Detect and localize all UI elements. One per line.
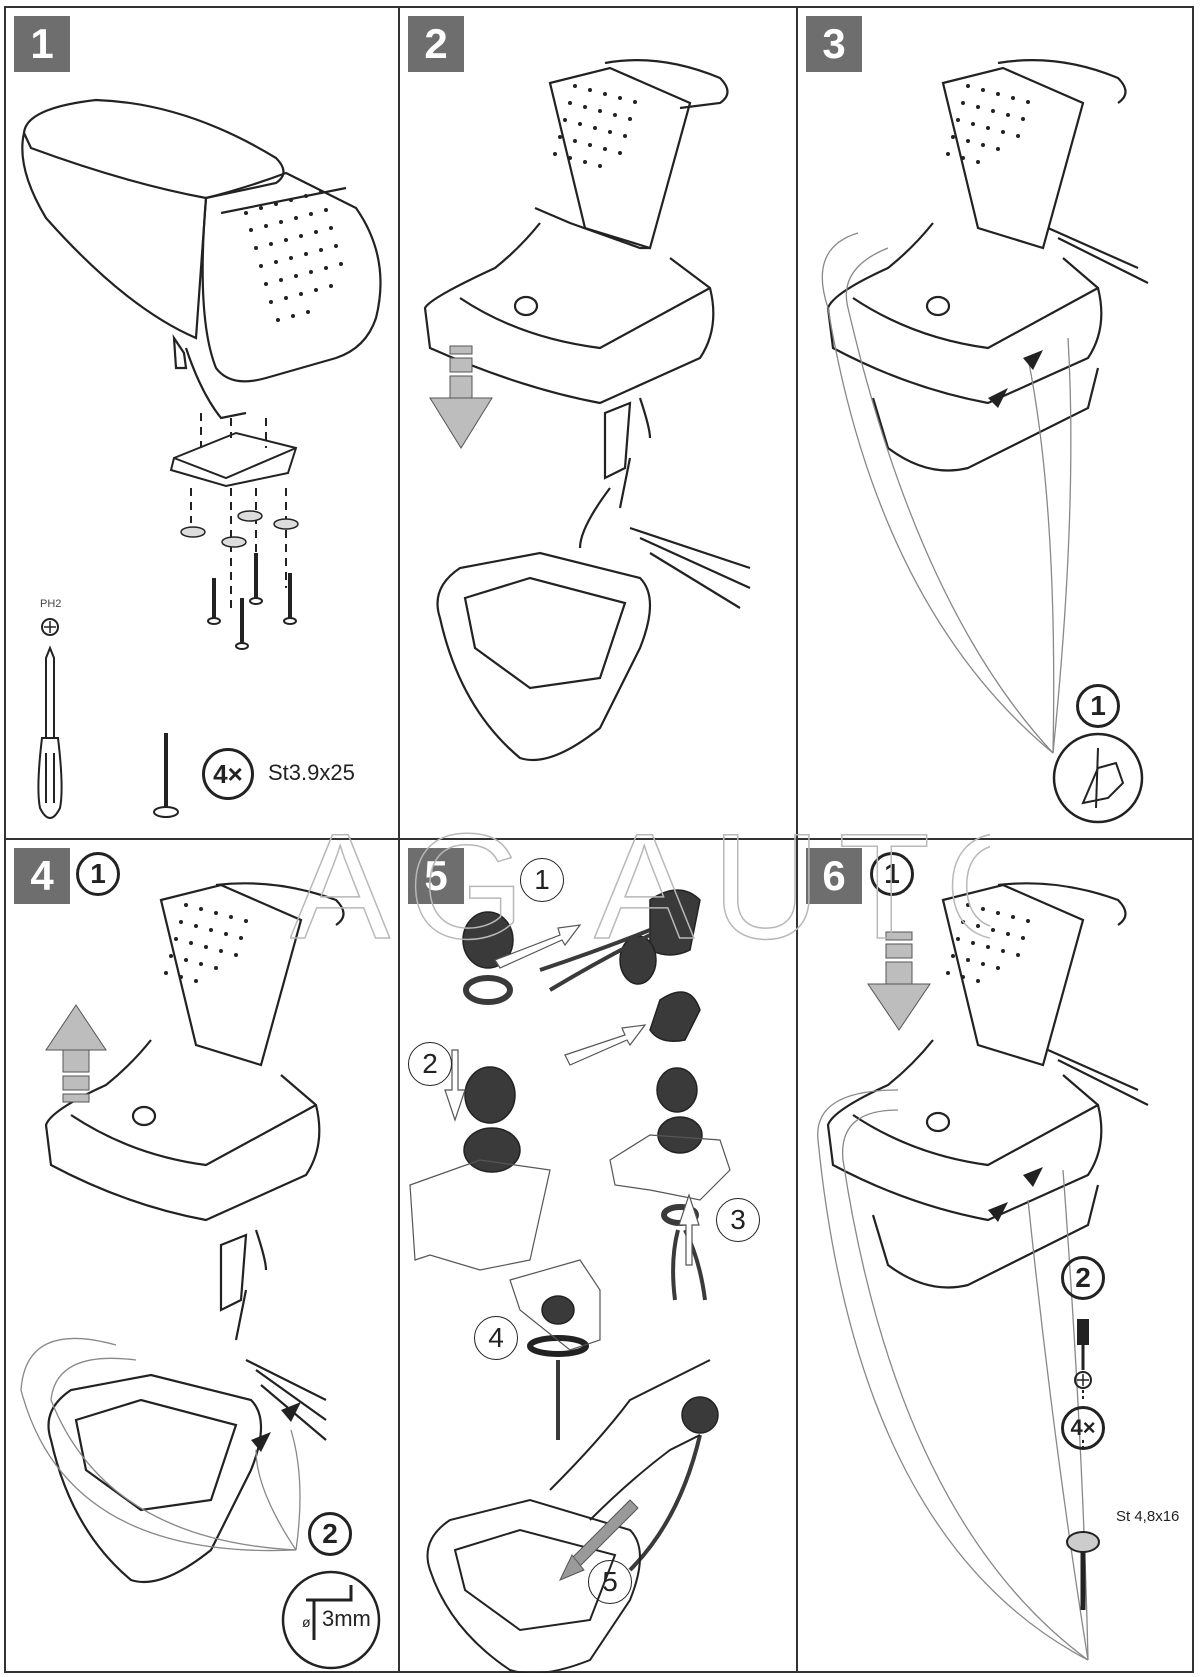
- armrest-lifting-illustration: [20, 882, 381, 1670]
- step-number-badge: 2: [408, 16, 464, 72]
- drill-size-label: 3mm: [322, 1606, 371, 1631]
- armrest-screwing-illustration: [817, 882, 1149, 1661]
- perforation-dots: [164, 903, 248, 983]
- callout-2: 2: [408, 1042, 452, 1086]
- console-outline: [426, 1359, 711, 1673]
- mounting-bracket: [169, 413, 298, 608]
- washers: [180, 510, 299, 548]
- callout-1: 1: [1076, 684, 1120, 728]
- phillips-bit-icon: [1074, 1371, 1092, 1389]
- step-number-badge: 5: [408, 848, 464, 904]
- screw-spec-label: St3.9x25: [268, 760, 355, 785]
- screw-icon: [1066, 1531, 1100, 1610]
- screw-spec-label: St 4,8x16: [1116, 1508, 1180, 1525]
- step-3-panel: 3: [798, 8, 1194, 838]
- step-6-panel: 6 1: [798, 840, 1194, 1673]
- callout-2: 2: [308, 1512, 352, 1556]
- marker-arrow-icon: [251, 1402, 301, 1452]
- step-number-badge: 4: [14, 848, 70, 904]
- usb-socket-parts: [462, 889, 719, 1434]
- panel-outlines: [409, 1134, 731, 1351]
- drill-bit-icon: [281, 1570, 381, 1670]
- down-arrow-icon: [429, 345, 493, 449]
- armrest-lowering-illustration: [423, 59, 751, 762]
- leader-lines: [20, 1337, 301, 1552]
- up-arrow-icon: [45, 1004, 107, 1103]
- quantity-callout: 4×: [202, 748, 254, 800]
- grid-divider: [4, 838, 1194, 840]
- screws: [164, 553, 292, 808]
- callout-4: 4: [474, 1316, 518, 1360]
- step-2-panel: 2: [400, 8, 796, 838]
- perforation-dots: [946, 84, 1030, 164]
- perforation-dots: [553, 84, 637, 168]
- step-number-badge: 6: [806, 848, 862, 904]
- screwdriver-icon: [37, 618, 63, 819]
- step-1-panel: 1: [6, 8, 398, 838]
- callout-1: 1: [76, 852, 120, 896]
- armrest-lid: [22, 98, 285, 200]
- callout-2: 2: [1061, 1256, 1105, 1300]
- step-5-panel: 5: [400, 840, 796, 1673]
- step-4-panel: 4 1: [6, 840, 398, 1673]
- callout-5: 5: [588, 1560, 632, 1604]
- arrow-icons: [444, 924, 700, 1266]
- step-number-badge: 3: [806, 16, 862, 72]
- usb-socket-illustration: [409, 889, 731, 1673]
- quantity-callout: 4×: [1061, 1406, 1105, 1450]
- marker-arrow-icon: [988, 1167, 1043, 1222]
- down-arrow-icon: [867, 931, 931, 1031]
- leader-lines: [821, 232, 1072, 754]
- step-number-badge: 1: [14, 16, 70, 72]
- callout-1: 1: [870, 852, 914, 896]
- marker-arrow-icon: [988, 350, 1043, 408]
- perforation-dots: [244, 190, 343, 322]
- callout-1: 1: [520, 858, 564, 902]
- diameter-symbol: ø: [302, 1614, 311, 1630]
- armrest-fitted-illustration: [821, 59, 1149, 824]
- phillips-bit-icon: [41, 618, 59, 636]
- cable-route-arrow: [558, 1499, 639, 1581]
- armrest-illustration: [21, 98, 382, 819]
- perforation-dots: [946, 903, 1030, 983]
- callout-3: 3: [716, 1198, 760, 1242]
- bit-size-label: PH2: [40, 598, 62, 610]
- marker-hand-icon: [1052, 732, 1144, 824]
- cables: [539, 928, 707, 1572]
- leader-lines: [817, 1089, 1089, 1661]
